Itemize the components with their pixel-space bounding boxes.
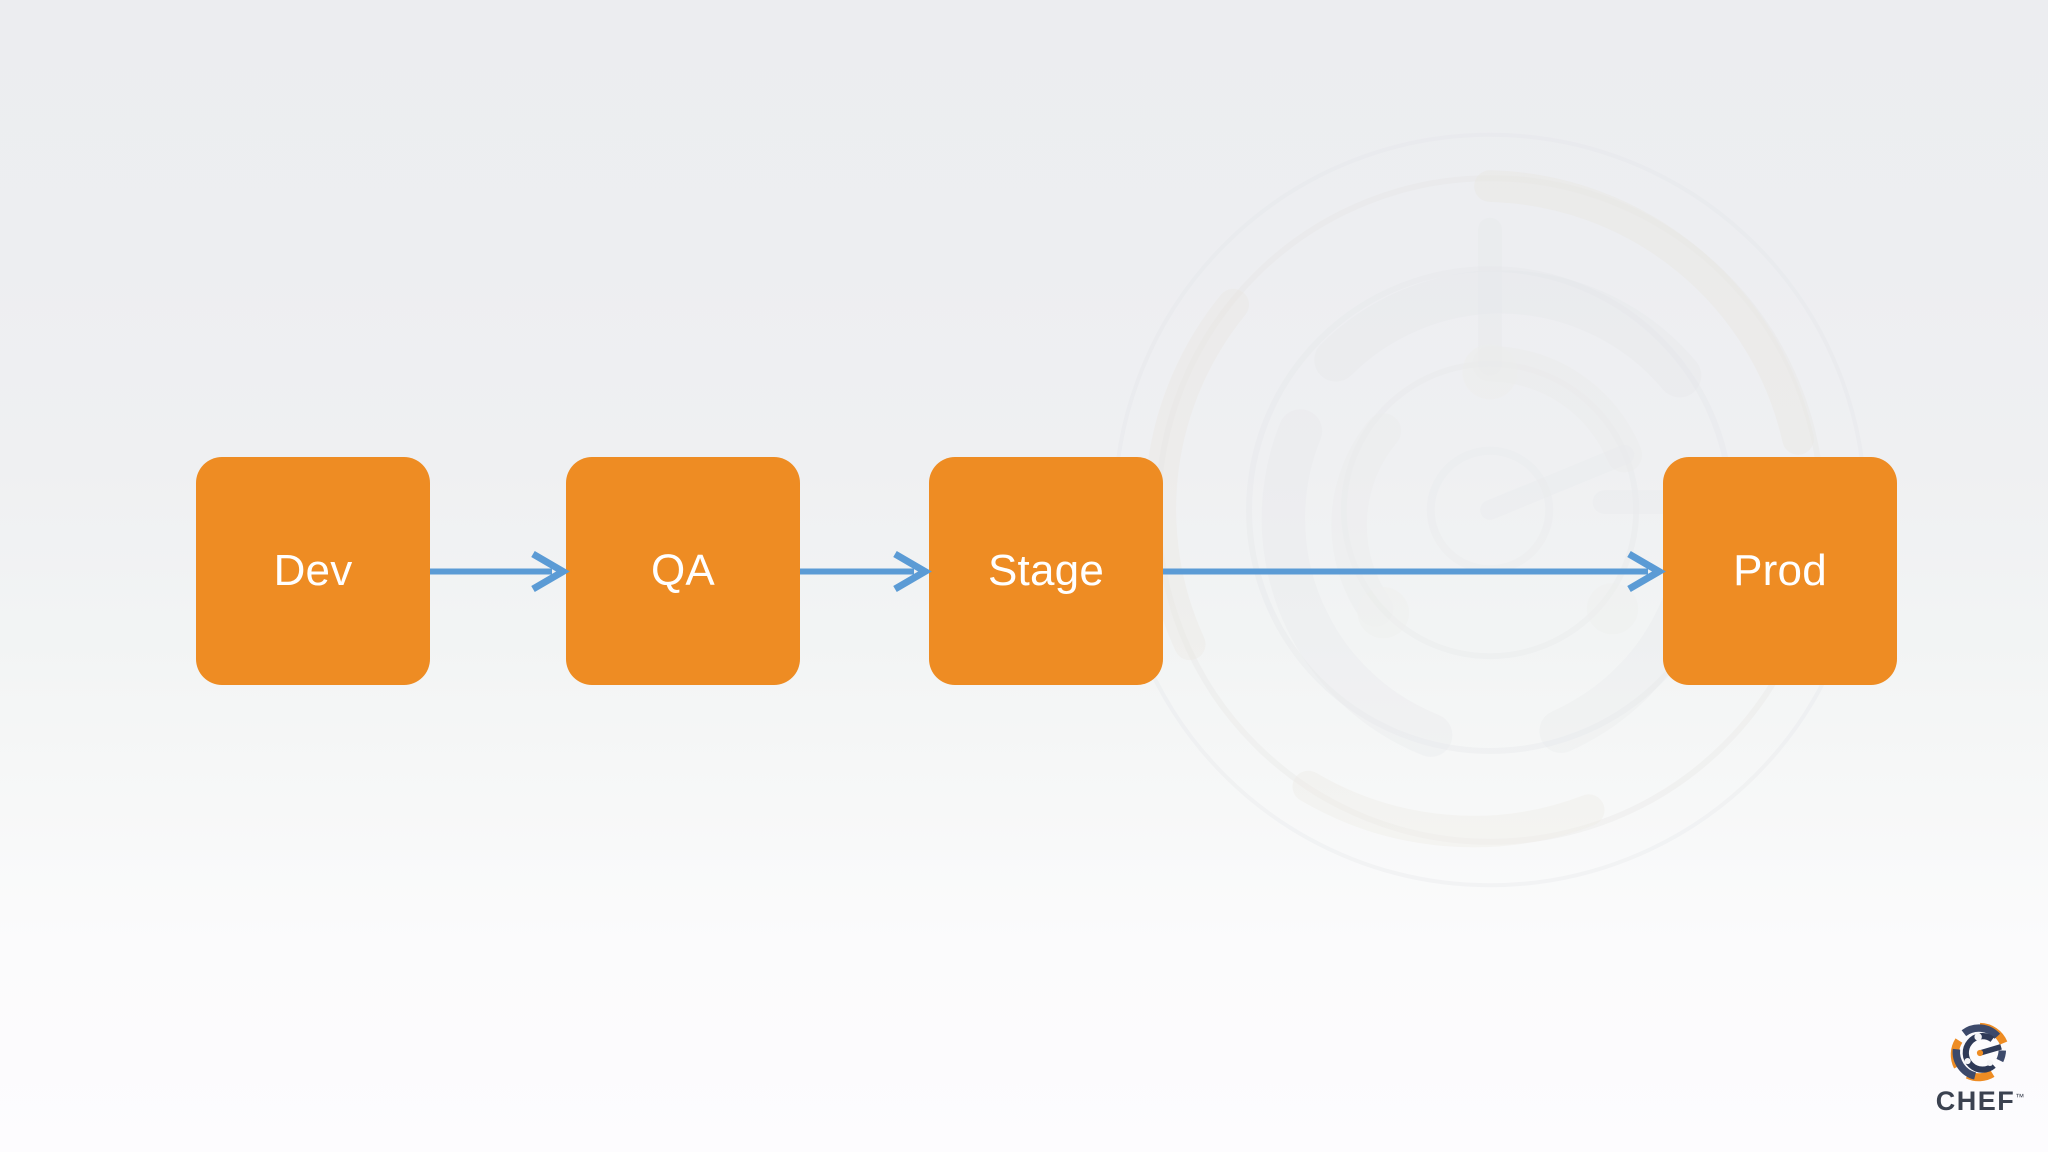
pipeline-node-dev[interactable]: Dev <box>196 457 430 685</box>
chef-wordmark: CHEF™ <box>1936 1088 2025 1115</box>
pipeline-node-dev-label: Dev <box>273 546 353 595</box>
pipeline-node-stage-label: Stage <box>988 546 1104 595</box>
pipeline-node-prod[interactable]: Prod <box>1663 457 1897 685</box>
connector-dev-to-qa <box>430 550 570 593</box>
connector-qa-to-stage <box>800 550 932 593</box>
pipeline-node-stage[interactable]: Stage <box>929 457 1163 685</box>
chef-logo-icon <box>1950 1022 2008 1082</box>
pipeline-node-qa[interactable]: QA <box>566 457 800 685</box>
trademark-symbol: ™ <box>2015 1092 2025 1102</box>
chef-wordmark-text: CHEF <box>1935 1086 2016 1116</box>
pipeline-node-qa-label: QA <box>651 546 715 595</box>
connector-stage-to-prod <box>1163 550 1666 593</box>
pipeline-node-prod-label: Prod <box>1733 546 1827 595</box>
chef-logo: CHEF™ <box>1928 1022 2032 1130</box>
